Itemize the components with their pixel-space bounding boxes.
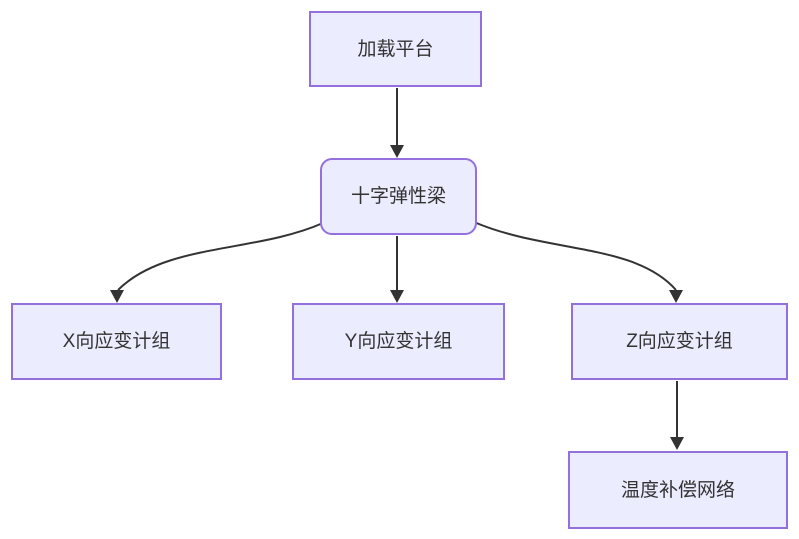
node-loading-platform-label: 加载平台	[357, 38, 434, 60]
node-temperature-compensation-network: 温度补偿网络	[568, 451, 788, 529]
arrowhead-icon	[669, 290, 683, 303]
node-y-strain-gauge-group: Y向应变计组	[292, 303, 505, 380]
node-temperature-compensation-network-label: 温度补偿网络	[620, 479, 735, 501]
node-z-strain-gauge-group-label: Z向应变计组	[626, 331, 733, 352]
node-y-strain-gauge-group-label: Y向应变计组	[344, 331, 453, 352]
edge-beam-to-z	[473, 221, 683, 303]
node-loading-platform: 加载平台	[309, 11, 482, 87]
edge-z-to-temp	[670, 381, 684, 450]
arrowhead-icon	[670, 437, 684, 450]
edge-beam-to-x	[110, 222, 324, 303]
node-cross-elastic-beam-label: 十字弹性梁	[350, 186, 446, 207]
node-x-strain-gauge-group: X向应变计组	[11, 303, 222, 380]
node-z-strain-gauge-group: Z向应变计组	[571, 303, 788, 380]
node-cross-elastic-beam: 十字弹性梁	[320, 158, 477, 235]
edge-beam-to-y	[390, 236, 404, 303]
arrowhead-icon	[390, 145, 404, 158]
edge-load-to-beam	[390, 88, 404, 158]
node-x-strain-gauge-group-label: X向应变计组	[62, 331, 171, 352]
arrowhead-icon	[390, 290, 404, 303]
arrowhead-icon	[110, 290, 124, 303]
